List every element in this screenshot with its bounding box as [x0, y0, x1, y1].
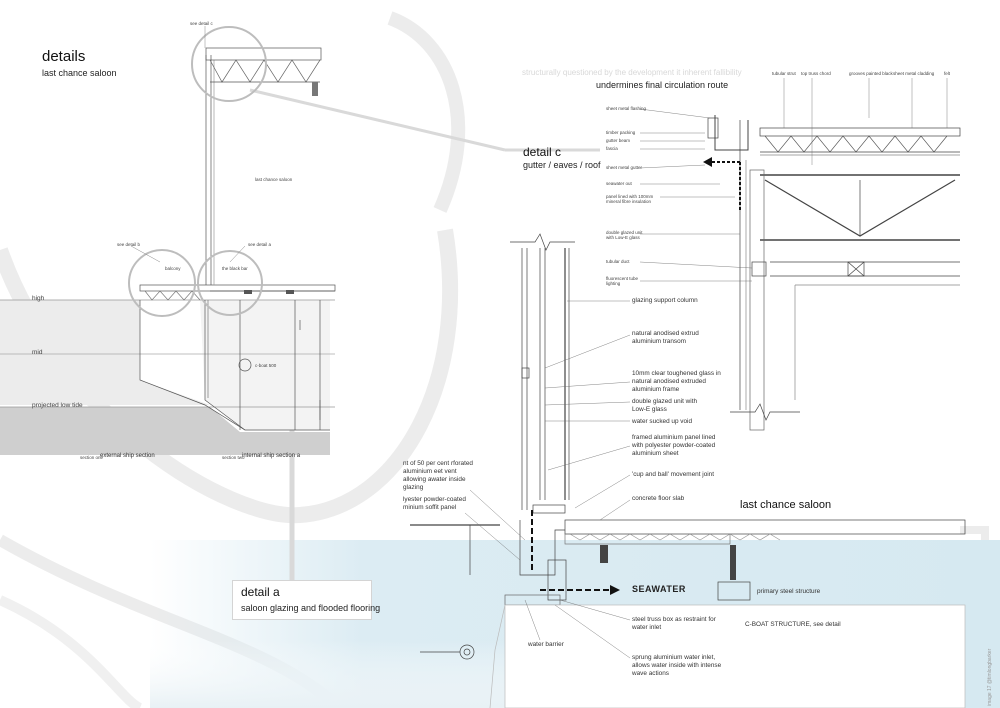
glazing-ann: framed aluminium panel lined with polyes…	[632, 434, 716, 457]
gutter-ann: fluorescent tube lighting	[606, 276, 639, 286]
gutter-ann: tubular duct	[606, 259, 630, 264]
detail-c-title: detail c	[523, 145, 562, 159]
water-inlet-label: sprung aluminium water inlet, allows wat…	[632, 654, 722, 677]
water-flow-arrow	[712, 161, 741, 210]
level-high: high	[32, 295, 45, 302]
glazing-ann: water sucked up void	[632, 418, 693, 425]
space-label: last chance saloon	[255, 177, 293, 182]
glazing-detail	[410, 233, 966, 708]
gutter-ann: panel lined with 100mm mineral fibre ins…	[606, 194, 654, 204]
caption-left-tag: section one	[80, 455, 104, 460]
gutter-detail	[707, 115, 961, 431]
roof-ann: top truss chord	[801, 71, 831, 76]
seawater-arrowhead	[610, 585, 620, 595]
roof-ann: felt	[944, 71, 951, 76]
glazing-ann: natural anodised extrud aluminium transo…	[632, 330, 699, 345]
see-detail-a-label: see detail a	[248, 242, 272, 247]
glazing-ann: 10mm clear toughened glass in natural an…	[632, 370, 721, 393]
glazing-leaders	[464, 300, 631, 659]
page-tag: image 17 @timlongbarker	[987, 648, 993, 706]
gutter-ann: gutter beam	[606, 138, 631, 143]
gutter-ann: fascia	[606, 146, 618, 151]
page-title: details	[42, 48, 86, 65]
flow-arrowhead	[703, 157, 712, 167]
detail-a-subtitle: saloon glazing and flooded flooring	[241, 603, 381, 613]
glazing-ann: glazing support column	[632, 297, 698, 304]
gutter-ann: double glazed unit with Low-E glass	[606, 230, 643, 240]
roof-ann: sheet metal cladding	[893, 71, 935, 76]
page-subtitle: last chance saloon	[42, 68, 117, 78]
detail-a-title: detail a	[241, 585, 280, 599]
gutter-leaders	[639, 78, 948, 282]
soffit-annotation: lyester powder-coated minium soffit pane…	[403, 496, 466, 511]
level-mid: mid	[32, 349, 43, 356]
caption-left: external ship section	[100, 453, 155, 459]
caption-right-tag: section two	[222, 455, 245, 460]
see-detail-b-label: see detail b	[117, 242, 141, 247]
primary-steel-label: primary steel structure	[757, 588, 821, 595]
level-low: projected low tide	[32, 402, 83, 409]
ship-section	[0, 47, 336, 455]
cboat-label: c-boat 500	[255, 363, 277, 368]
glazing-ann: double glazed unit with Low-E glass	[632, 398, 698, 413]
glazing-ann: concrete floor slab	[632, 495, 685, 502]
gutter-ann: seawater out	[606, 181, 632, 186]
roof-ann: tubular strut	[772, 71, 796, 76]
gutter-ann: timber packing	[606, 130, 636, 135]
cboat-structure-label: C-BOAT STRUCTURE, see detail	[745, 621, 841, 628]
saloon-label: last chance saloon	[740, 499, 832, 511]
detail-a-label-box: detail a saloon glazing and flooded floo…	[232, 580, 380, 620]
gutter-ann: sheet metal flashing	[606, 106, 647, 111]
ghost-caption: structurally questioned by the developme…	[522, 68, 742, 77]
balcony-label: balcony	[165, 266, 181, 271]
caption-right: internal ship section a	[242, 453, 301, 459]
detail-c-subtitle: gutter / eaves / roof	[523, 160, 601, 170]
vent-annotation: nt of 50 per cent rforated aluminium eet…	[403, 460, 473, 491]
glazing-ann: 'cup and ball' movement joint	[632, 471, 715, 478]
see-detail-c-label: see detail c	[190, 21, 213, 26]
seawater-label: SEAWATER	[632, 584, 686, 594]
truss-box-label: steel truss box as restraint for water i…	[632, 616, 716, 631]
detail-callout-circles	[128, 26, 267, 317]
callout-leaders	[130, 26, 246, 263]
route-caption: undermines final circulation route	[596, 80, 729, 90]
black-bar-label: the black bar	[222, 266, 248, 271]
roof-ann: grooves painted black	[849, 71, 893, 76]
seawater-arrow	[531, 510, 612, 591]
gutter-ann: sheet metal gutter	[606, 165, 643, 170]
water-barrier-label: water barrier	[528, 641, 564, 648]
